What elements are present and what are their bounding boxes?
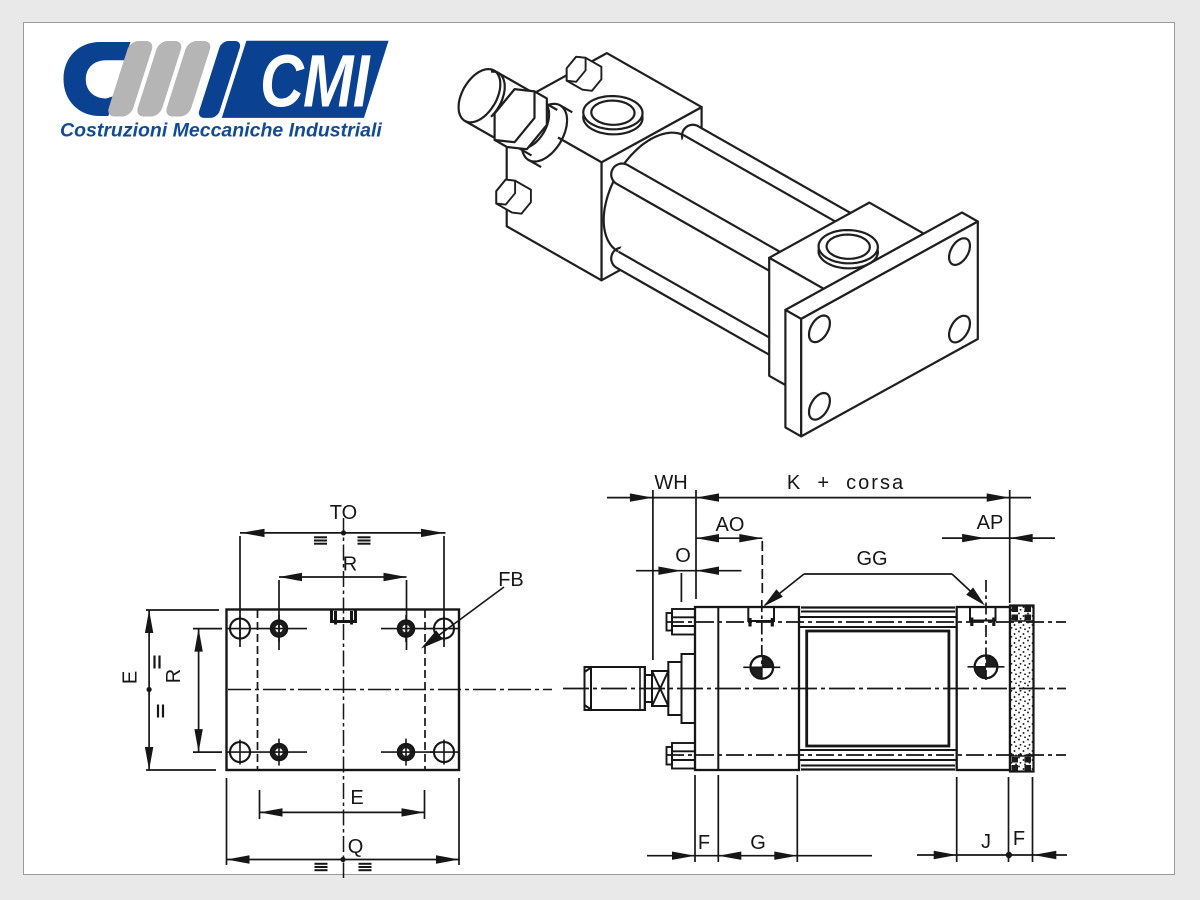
svg-text:E: E [120,671,142,684]
svg-text:J: J [981,831,991,853]
svg-text:F: F [1013,828,1025,850]
svg-text:AO: AO [716,514,745,536]
svg-text:R: R [163,669,185,683]
svg-text:R: R [343,554,357,576]
svg-text:G: G [750,832,766,854]
svg-text:O: O [675,545,691,567]
svg-text:WH: WH [654,472,687,494]
svg-text:GG: GG [856,548,887,570]
svg-text:Costruzioni Meccaniche Industr: Costruzioni Meccaniche Industriali [60,120,382,142]
svg-text:F: F [698,832,710,854]
svg-text:AP: AP [977,512,1004,534]
svg-text:FB: FB [498,569,524,591]
svg-text:K + corsa: K + corsa [787,472,905,494]
svg-text:Q: Q [348,836,364,858]
svg-text:E: E [350,787,363,809]
svg-text:CMI: CMI [260,41,371,123]
svg-text:TO: TO [330,502,357,524]
